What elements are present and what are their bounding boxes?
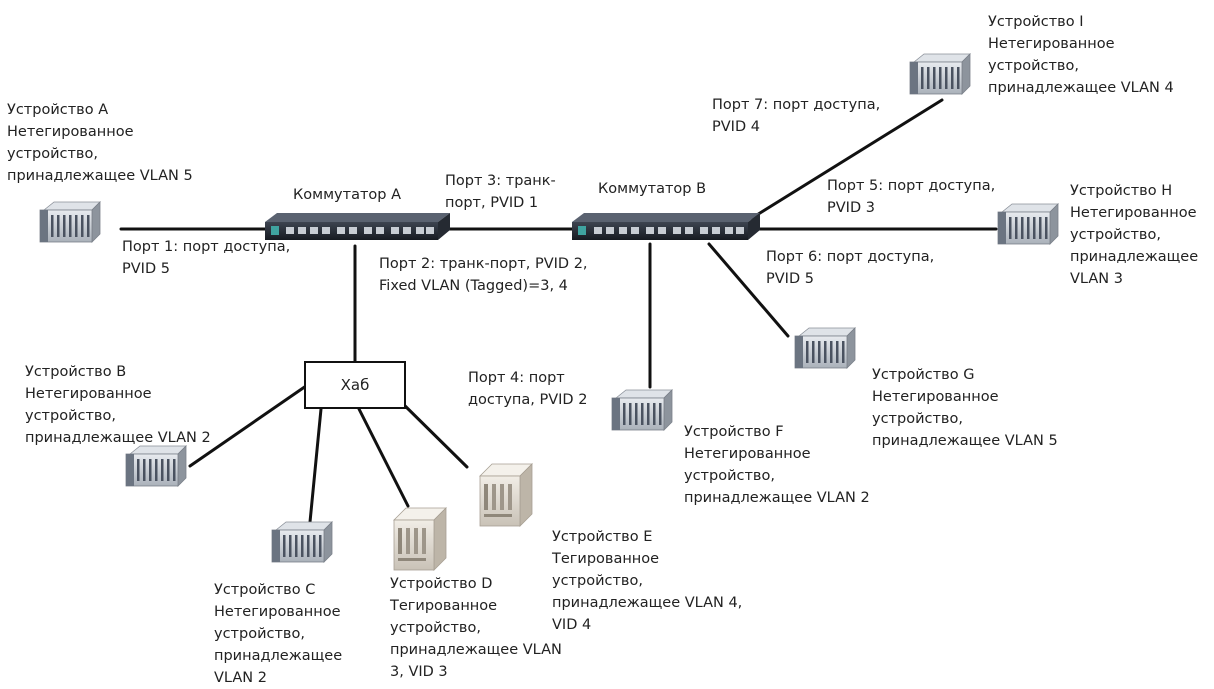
port-2-label: Порт 2: транк-порт, PVID 2, Fixed VLAN (… [379,256,588,294]
device-f-icon [611,389,673,431]
port-3-label: Порт 3: транк- порт, PVID 1 [445,173,556,211]
device-b-label: Устройство B Нетегированное устройство, … [25,364,211,446]
link-hub-device-e [394,395,469,469]
device-g-icon [794,327,856,369]
device-g-label: Устройство G Нетегированное устройство, … [872,367,1058,449]
switch-a-label: Коммутатор A [293,187,402,203]
switch-b-icon [572,213,760,240]
device-i-label: Устройство I Нетегированное устройство, … [988,14,1174,96]
device-b-icon [125,445,187,487]
device-h-icon [997,203,1059,245]
link-hub-device-b [188,384,308,468]
port-5-label: Порт 5: порт доступа, PVID 3 [827,178,996,216]
switch-b-label: Коммутатор B [598,181,707,197]
link-hub-device-c [308,407,323,524]
port-4-label: Порт 4: порт доступа, PVID 2 [468,370,588,408]
device-e-label: Устройство E Тегированное устройство, пр… [552,529,743,633]
port-6-label: Порт 6: порт доступа, PVID 5 [766,249,935,287]
link-device-i [750,98,944,220]
device-a-icon [39,201,101,243]
switch-a-icon [265,213,450,240]
device-i-icon [909,53,971,95]
device-d-icon [393,507,447,571]
link-hub-device-d [357,407,410,508]
links [119,98,998,524]
port-7-label: Порт 7: порт доступа, PVID 4 [712,97,881,135]
device-d-label: Устройство D Тегированное устройство, пр… [390,576,562,680]
device-e-icon [479,463,533,527]
hub: Хаб [304,361,406,409]
hub-label: Хаб [340,376,370,394]
device-c-icon [271,521,333,563]
device-h-label: Устройство H Нетегированное устройство, … [1070,183,1199,287]
device-a-label: Устройство A Нетегированное устройство, … [7,102,193,184]
link-device-g [707,242,790,338]
port-1-label: Порт 1: порт доступа, PVID 5 [122,239,291,277]
device-c-label: Устройство C Нетегированное устройство, … [214,582,343,686]
device-f-label: Устройство F Нетегированное устройство, … [684,424,870,506]
